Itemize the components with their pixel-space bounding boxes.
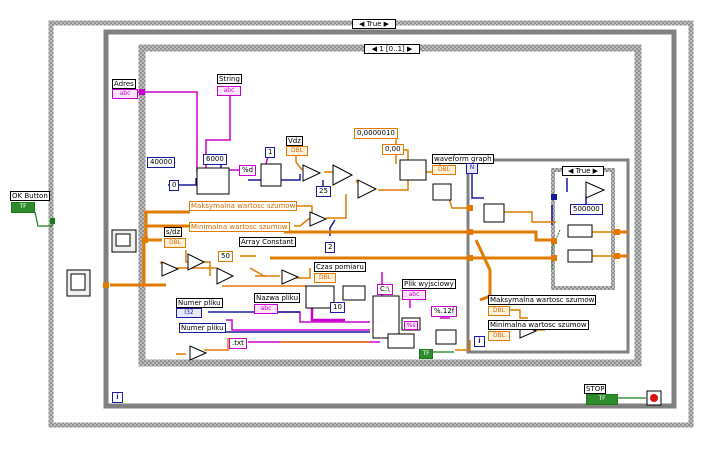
czas-pomiaru-terminal[interactable]: DBL: [314, 273, 336, 283]
const-format-d[interactable]: %d: [239, 165, 257, 176]
const-c-drive[interactable]: C:\: [377, 284, 393, 295]
numer-pliku-indicator[interactable]: Numer pliku: [179, 323, 226, 333]
bool-true-constant[interactable]: TF: [419, 349, 433, 359]
ok-button-terminal[interactable]: TF: [11, 202, 35, 213]
adres-label: Adres: [112, 79, 136, 89]
const-500000[interactable]: 500000: [570, 204, 603, 215]
tunnels: [103, 205, 620, 288]
while-loop-iteration-terminal: i: [112, 392, 123, 403]
const-1[interactable]: 1: [265, 147, 276, 158]
outer-case-selector[interactable]: ◀ True ▶: [352, 19, 396, 29]
plik-wyjsciowy-terminal[interactable]: abc: [402, 290, 426, 300]
sequence-selector[interactable]: ◀ 1 [0..1] ▶: [364, 44, 420, 54]
n-count-terminal[interactable]: N: [466, 163, 478, 174]
max-noise-control[interactable]: Maksymalna wartosc szumow: [189, 201, 298, 211]
function-nodes[interactable]: [66, 159, 593, 349]
ok-button-label: OK Button: [10, 191, 50, 201]
pct-s-terminal: %s: [404, 321, 418, 330]
waveform-graph-label: waveform graph: [432, 154, 494, 164]
const-2[interactable]: 2: [325, 242, 336, 253]
max-noise-indicator-terminal[interactable]: DBL: [488, 306, 510, 316]
const-0-0000010[interactable]: 0,0000010: [354, 128, 398, 139]
nazwa-pliku-label: Nazwa pliku: [254, 293, 301, 303]
min-noise-indicator-terminal[interactable]: DBL: [488, 331, 510, 341]
numer-pliku-terminal[interactable]: I32: [176, 308, 202, 318]
string-terminal[interactable]: abc: [217, 86, 241, 96]
while-loop-frame[interactable]: [103, 29, 677, 409]
stop-button-label: STOP: [584, 384, 607, 394]
const-0[interactable]: 0: [169, 180, 180, 191]
const-txt[interactable]: .txt: [229, 338, 247, 349]
const-40000[interactable]: 40000: [147, 157, 176, 168]
const-format-12f[interactable]: %.12f: [431, 306, 458, 317]
sdz-label: s/dz: [164, 227, 183, 237]
string-label: String: [217, 74, 242, 84]
min-noise-indicator-label: Minimalna wartosc szumow: [488, 320, 589, 330]
vdz-label: Vdz: [286, 136, 303, 146]
inner-loop-iteration-terminal: i: [474, 336, 485, 347]
adres-terminal[interactable]: abc: [112, 89, 138, 99]
plik-wyjsciowy-label: Plik wyjsciowy: [402, 279, 456, 289]
sdz-terminal[interactable]: DBL: [164, 238, 186, 248]
inner-case-selector[interactable]: ◀ True ▶: [562, 166, 604, 176]
czas-pomiaru-label: Czas pomiaru: [314, 262, 366, 272]
array-constant-label: Array Constant: [239, 237, 296, 247]
array-constant-value[interactable]: 50: [218, 251, 233, 262]
numer-pliku-label: Numer pliku: [176, 298, 223, 308]
max-noise-indicator-label: Maksymalna wartosc szumow: [488, 295, 597, 305]
nazwa-pliku-terminal[interactable]: abc: [254, 304, 278, 314]
const-25[interactable]: 25: [316, 186, 331, 197]
waveform-graph-terminal[interactable]: DBL: [432, 165, 456, 175]
vdz-terminal[interactable]: DBL: [286, 146, 308, 156]
const-0-00[interactable]: 0,00: [382, 144, 404, 155]
const-10[interactable]: 10: [330, 302, 345, 313]
stop-button-terminal[interactable]: TF: [586, 394, 618, 405]
stop-condition-terminal[interactable]: [646, 390, 662, 406]
min-noise-control[interactable]: Minimalna wartosc szumow: [189, 222, 290, 232]
const-6000[interactable]: 6000: [203, 154, 227, 165]
